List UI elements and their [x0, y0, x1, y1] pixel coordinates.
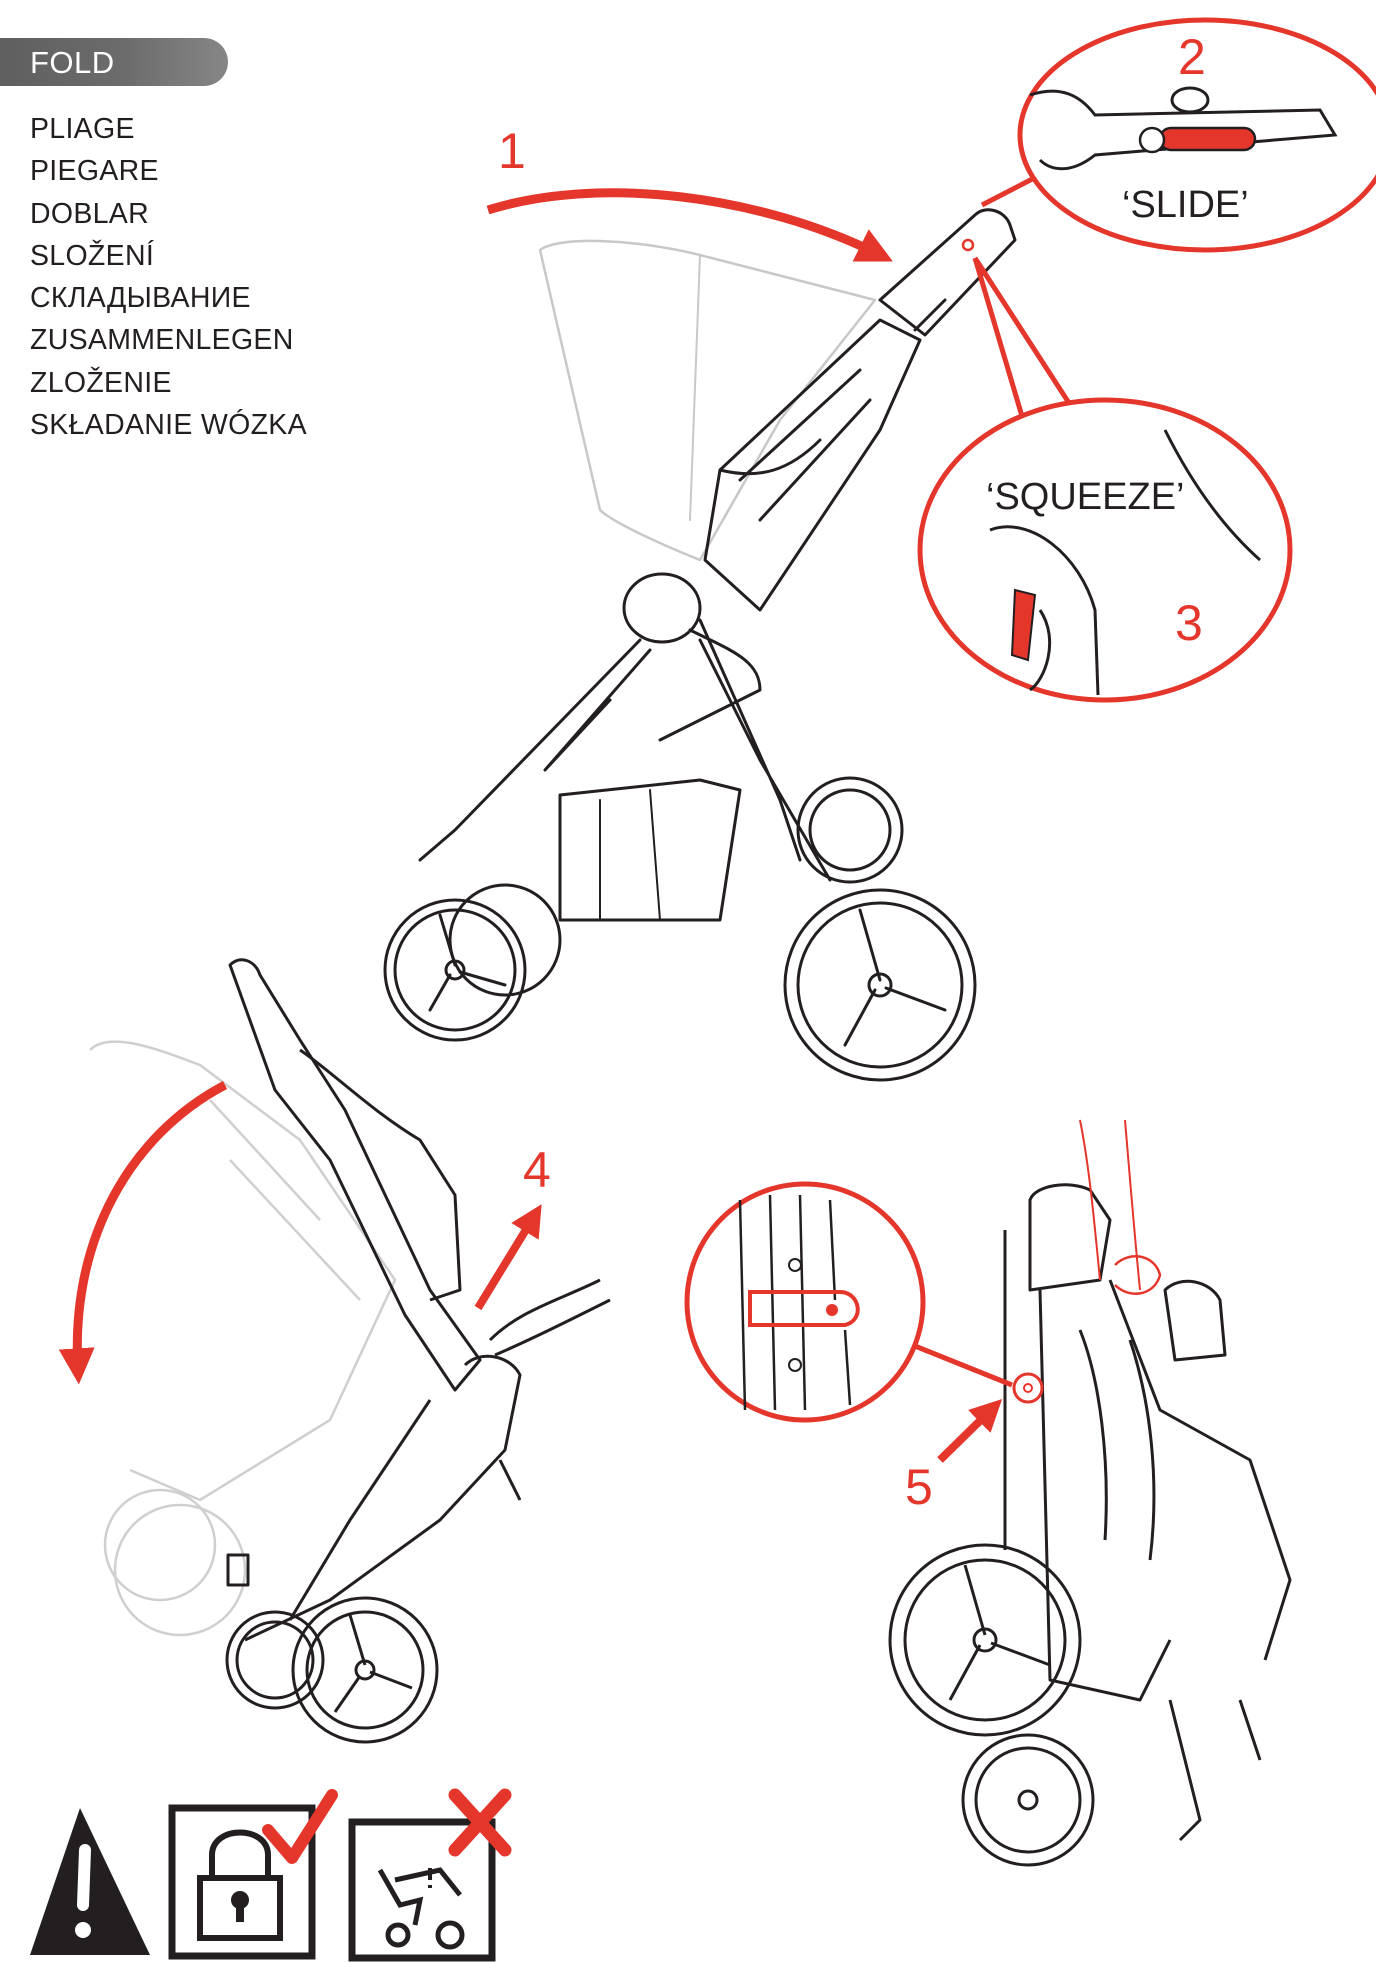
seat-back [703, 318, 922, 612]
lang-sk: ZLOŽENIE [30, 366, 172, 399]
lang-cs: SLOŽENÍ [30, 239, 155, 272]
handlebar [878, 208, 1017, 337]
front-wheel [383, 898, 527, 1042]
step1-arrow [486, 188, 893, 262]
step-2-label: 2 [1178, 29, 1206, 85]
callout-slide-bubble [980, 17, 1376, 253]
lang-it: PIEGARE [30, 155, 159, 188]
warning-triangle-icon [30, 1808, 150, 1955]
folding-front-wheel [225, 1610, 325, 1710]
stroller-open [383, 208, 1017, 1082]
step5-arrow [937, 1399, 1003, 1463]
section-title: FOLD [30, 45, 115, 80]
frame-hub [622, 572, 702, 644]
callout-squeeze-text: ‘SQUEEZE’ [986, 476, 1185, 518]
padlock-check-icon [168, 1789, 338, 1960]
lang-es: DOBLAR [30, 197, 150, 230]
lang-pl: SKŁADANIE WÓZKA [30, 409, 307, 442]
lang-de: ZUSAMMENLEGEN [30, 324, 294, 357]
step-3-label: 3 [1175, 595, 1203, 651]
callout-squeeze-bubble [917, 256, 1293, 703]
step4-arrow [474, 1204, 542, 1311]
folding-rear-wheel [291, 1596, 439, 1744]
folded-rear-wheel [888, 1543, 1082, 1737]
step-5-label: 5 [905, 1459, 933, 1515]
language-list: PLIAGE PIEGARE DOBLAR SLOŽENÍ СКЛАДЫВАНИ… [30, 108, 307, 446]
fold-arrow-curved [58, 1081, 228, 1385]
callout-lock-bubble [684, 1181, 1013, 1423]
step-4-label: 4 [523, 1142, 551, 1198]
stroller-folding [225, 958, 611, 1744]
stroller-folding-ghost [89, 1040, 397, 1637]
callout-slide-text: ‘SLIDE’ [1122, 184, 1249, 226]
stroller-child-cross-icon [348, 1788, 512, 1962]
step-1-label: 1 [498, 123, 526, 179]
folded-front-wheel [961, 1733, 1095, 1867]
canopy-ghost [538, 239, 877, 562]
section-tab: FOLD [0, 38, 228, 86]
lang-ru: СКЛАДЫВАНИЕ [30, 282, 251, 315]
stroller-folded [888, 1119, 1292, 1867]
lock-latch [748, 1290, 860, 1327]
rear-wheel [783, 888, 977, 1082]
slide-button [1158, 126, 1257, 152]
lang-fr: PLIAGE [30, 113, 135, 145]
basket [558, 778, 742, 922]
